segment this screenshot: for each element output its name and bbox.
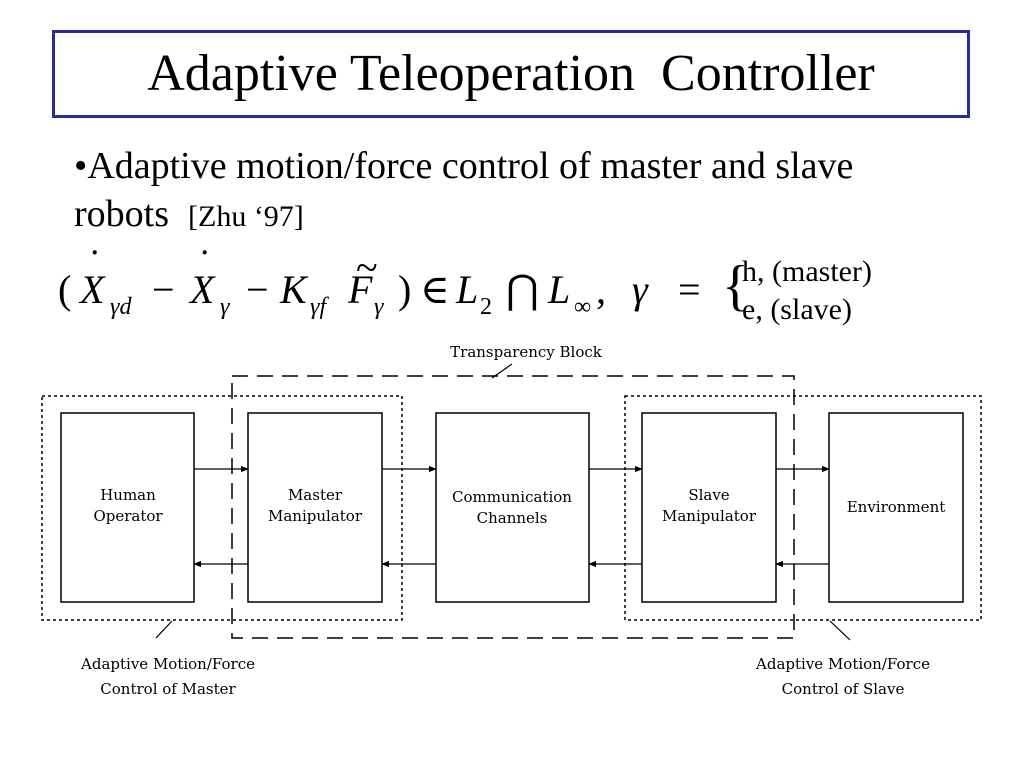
eq-f: F [348, 267, 373, 312]
bullet-text: Adaptive motion/force control of master … [74, 145, 854, 235]
eq-case-2: e, (slave) [742, 293, 852, 326]
slave-control-group [624, 395, 982, 621]
bullet-point: •Adaptive motion/force control of master… [74, 142, 954, 241]
eq-in: ∈ [420, 267, 450, 312]
block-master-manipulator-line-2: Manipulator [268, 507, 363, 525]
eq-comma: , [596, 267, 606, 312]
citation: [Zhu ‘97] [188, 200, 304, 233]
block-master-manipulator-line-1: Master [288, 486, 343, 504]
transparency-leader [491, 363, 513, 379]
block-communication-channels-line-1: Communication [452, 488, 572, 506]
master-group-leader [155, 620, 173, 639]
eq-k-sub: γf [310, 294, 327, 320]
slide-title-box: Adaptive Teleoperation Controller [52, 30, 970, 118]
block-slave-manipulator: Slave Manipulator [641, 412, 777, 603]
transparency-block [231, 375, 795, 639]
master-control-group [41, 395, 403, 621]
eq-linf-sub: ∞ [574, 294, 592, 320]
eq-rparen: ) [398, 267, 412, 312]
eq-k: K [280, 267, 307, 312]
block-human-operator: Human Operator [60, 412, 195, 603]
slave-group-label-line-2: Control of Slave [782, 680, 905, 698]
eq-case-1: h, (master) [742, 255, 872, 288]
master-group-label-line-2: Control of Master [100, 680, 236, 698]
slave-group-leader [829, 620, 851, 641]
eq-x1-sub: γd [110, 294, 132, 320]
eq-l2-sub: 2 [480, 294, 492, 320]
eq-x-dot-1: ˙ [88, 241, 102, 286]
eq-minus-1: − [152, 267, 175, 312]
slave-group-label-line-1: Adaptive Motion/Force [755, 655, 930, 673]
eq-x2-sub: γ [220, 294, 230, 320]
eq-cap: ⋂ [506, 267, 539, 312]
eq-x-dot-2: ˙ [198, 241, 212, 286]
bullet-marker: • [74, 145, 88, 187]
block-master-manipulator: Master Manipulator [247, 412, 383, 603]
transparency-block-label: Transparency Block [450, 343, 603, 361]
eq-brace: { [722, 255, 749, 317]
eq-equals: = [678, 267, 701, 312]
eq-linf: L [548, 267, 571, 312]
eq-l2: L [456, 267, 479, 312]
eq-gamma: γ [632, 267, 648, 312]
equation: ( ˙ X γd − ˙ X γ − K γf ~ F γ ) ∈ L 2 ⋂ … [58, 241, 958, 340]
eq-f-sub: γ [374, 294, 384, 320]
block-slave-manipulator-line-1: Slave [688, 486, 729, 504]
block-communication-channels-line-2: Channels [477, 509, 548, 527]
master-group-label-line-1: Adaptive Motion/Force [80, 655, 255, 673]
eq-f-tilde: ~ [356, 245, 378, 290]
eq-x1: X [80, 267, 105, 312]
block-communication-channels: Communication Channels [435, 412, 590, 603]
block-environment-line-1: Environment [847, 498, 946, 516]
teleoperation-block-diagram: Transparency Block Human Operator Master… [41, 343, 982, 698]
eq-lparen: ( [58, 267, 72, 312]
slide-title: Adaptive Teleoperation Controller [147, 45, 875, 102]
block-environment: Environment [828, 412, 964, 603]
eq-x2: X [190, 267, 215, 312]
block-human-operator-line-2: Operator [93, 507, 163, 525]
eq-minus-2: − [246, 267, 269, 312]
block-slave-manipulator-line-2: Manipulator [662, 507, 757, 525]
block-human-operator-line-1: Human [100, 486, 156, 504]
